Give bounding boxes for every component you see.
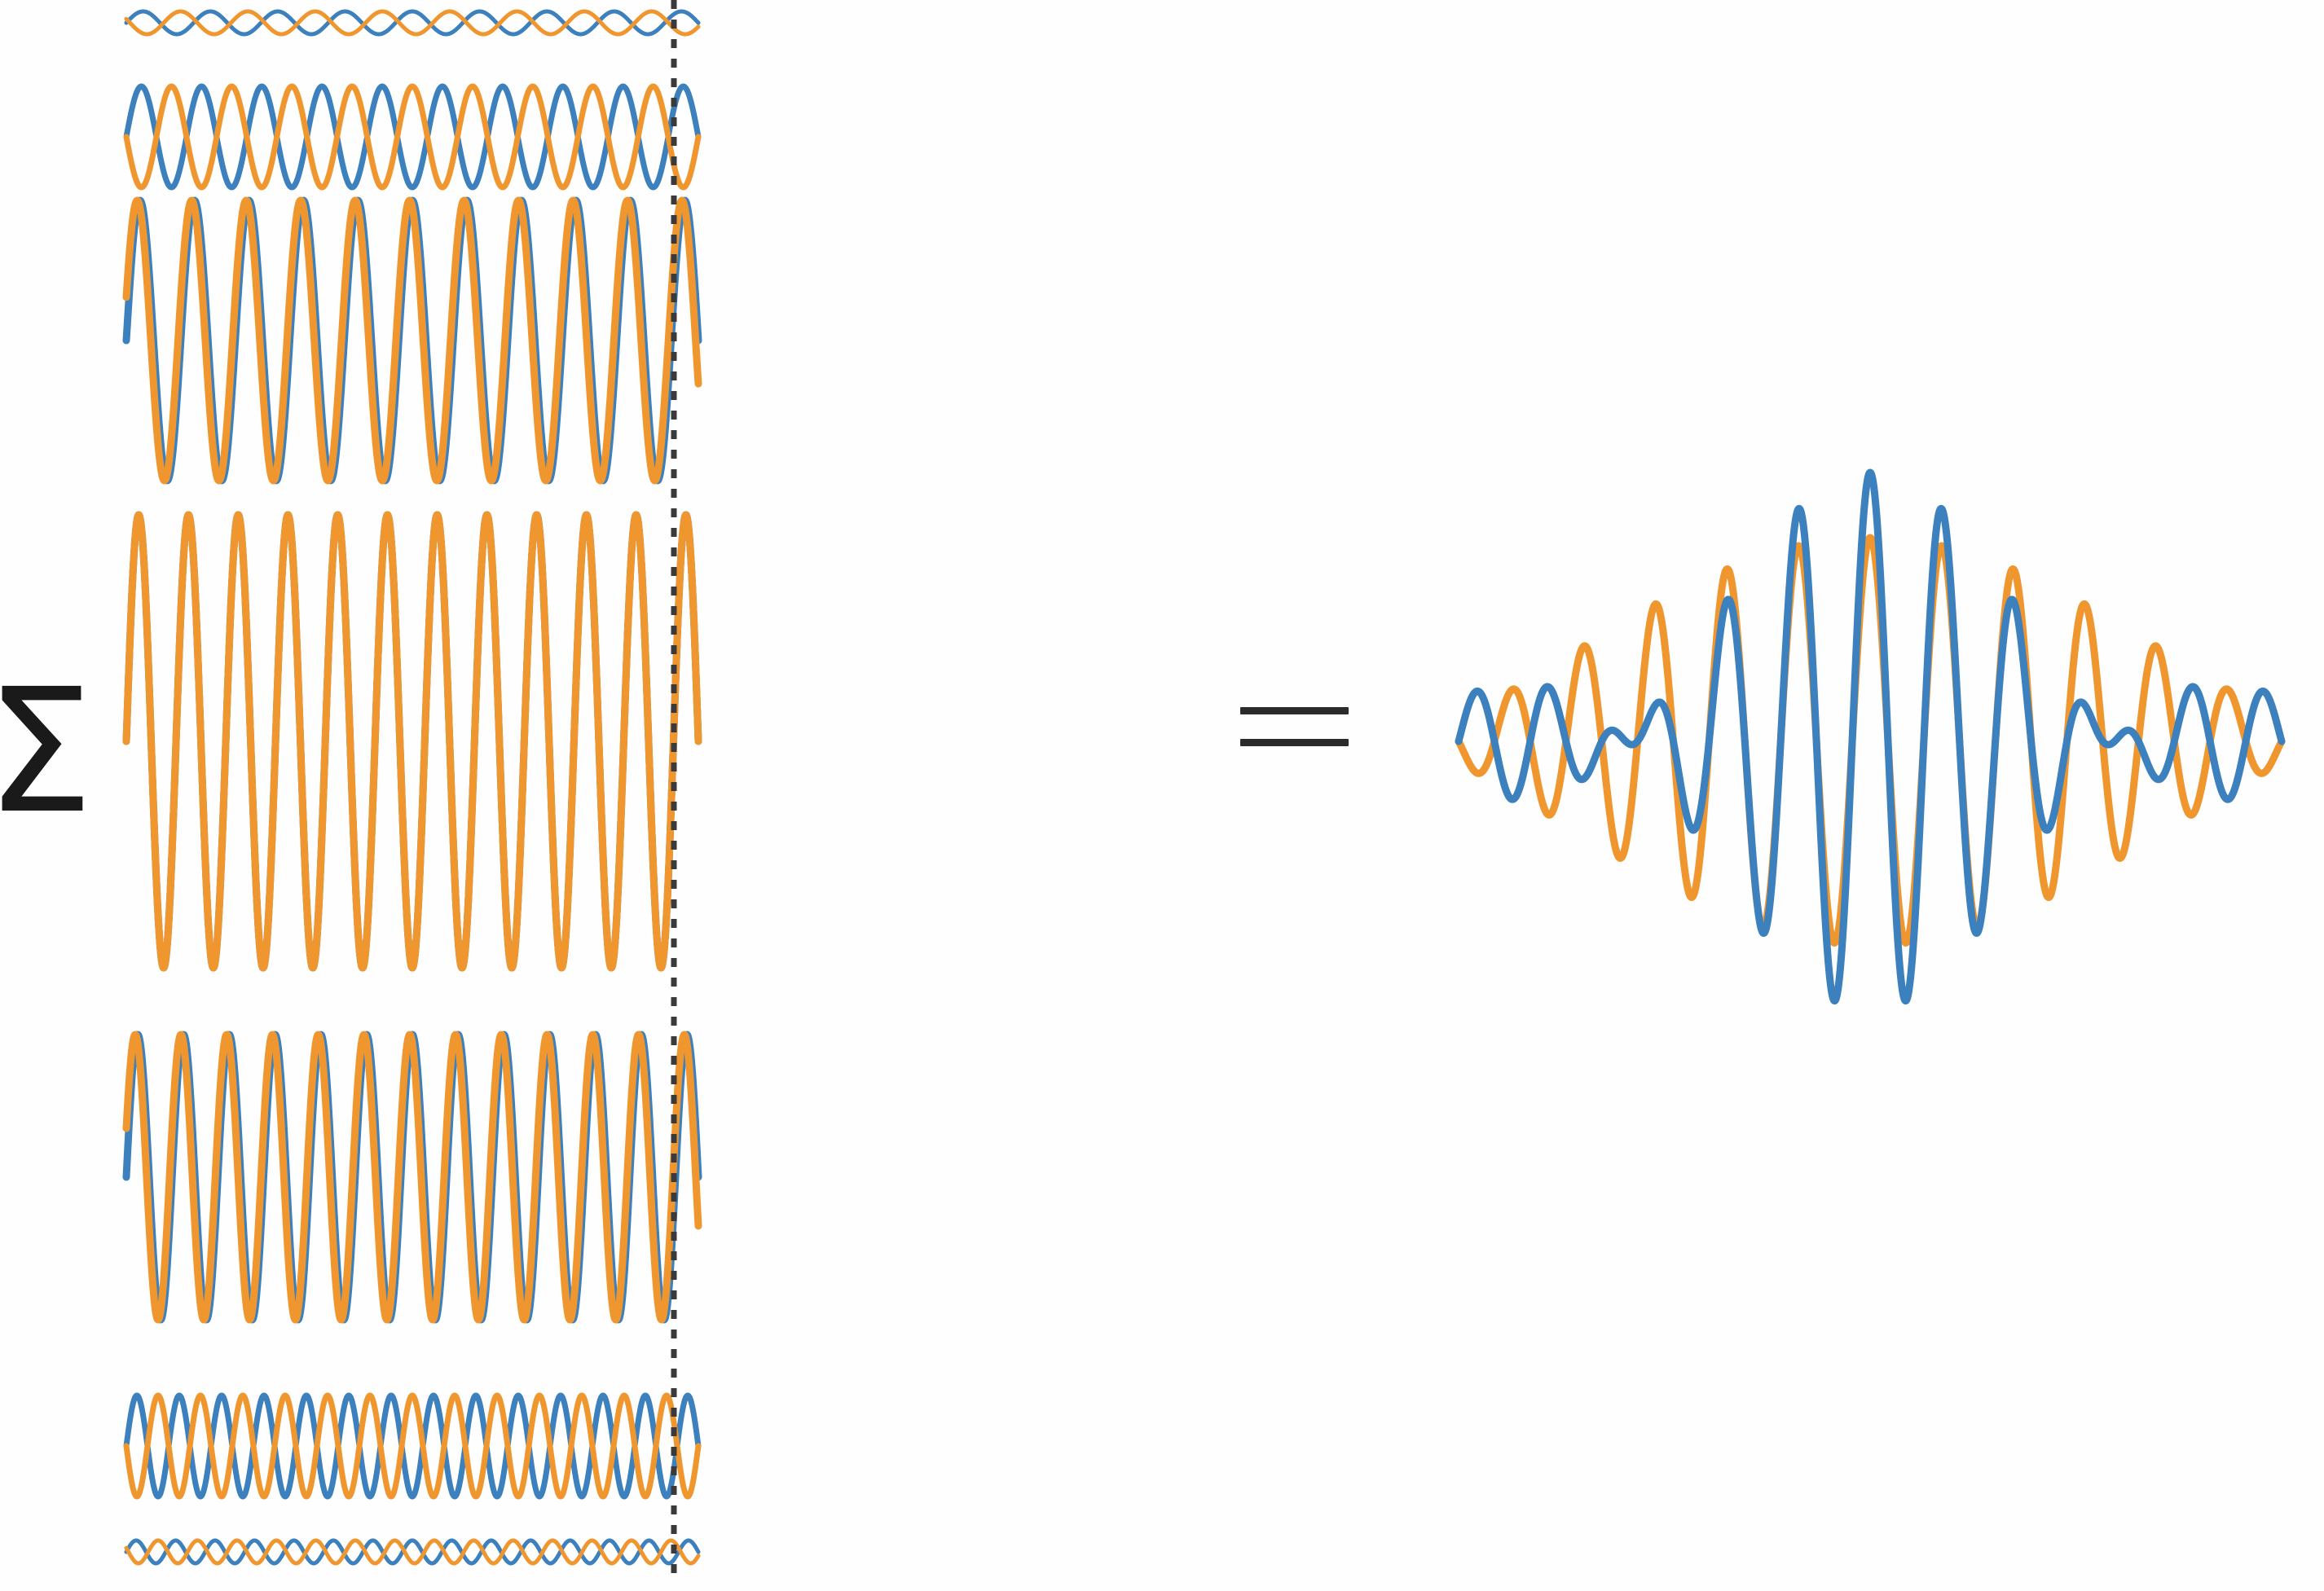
component-row-4 [122,511,702,972]
component-row-1-blue-curve [124,9,701,37]
summation-sigma-symbol: Σ [0,652,94,851]
component-row-3 [122,196,702,485]
component-row-1 [124,9,701,37]
component-row-4-orange-curve [122,511,702,972]
orange-wave-packet [1455,534,2286,947]
right-wave-packet [1455,468,2286,1005]
component-row-5-orange-curve [122,1031,702,1324]
left-component-stack [122,9,702,1566]
component-row-4-blue-curve [122,511,702,972]
component-row-5-blue-curve [122,1031,702,1324]
equals-sign [1240,694,1354,759]
component-row-6-orange-curve [123,1392,702,1500]
component-row-6 [123,1392,702,1500]
component-row-7-orange-curve [124,1538,701,1566]
component-row-5 [122,1031,702,1324]
component-row-3-orange-curve [122,196,702,485]
component-row-3-blue-curve [122,196,702,485]
component-row-1-orange-curve [124,9,701,37]
equals-bar-bottom [1240,739,1349,746]
component-row-6-blue-curve [123,1392,702,1500]
component-row-7 [124,1538,701,1566]
component-row-2-orange-curve [123,83,702,191]
component-row-7-blue-curve [124,1538,701,1566]
blue-wave-packet [1455,468,2286,1005]
component-row-2 [123,83,702,191]
component-row-2-blue-curve [123,83,702,191]
equals-bar-top [1240,707,1349,714]
